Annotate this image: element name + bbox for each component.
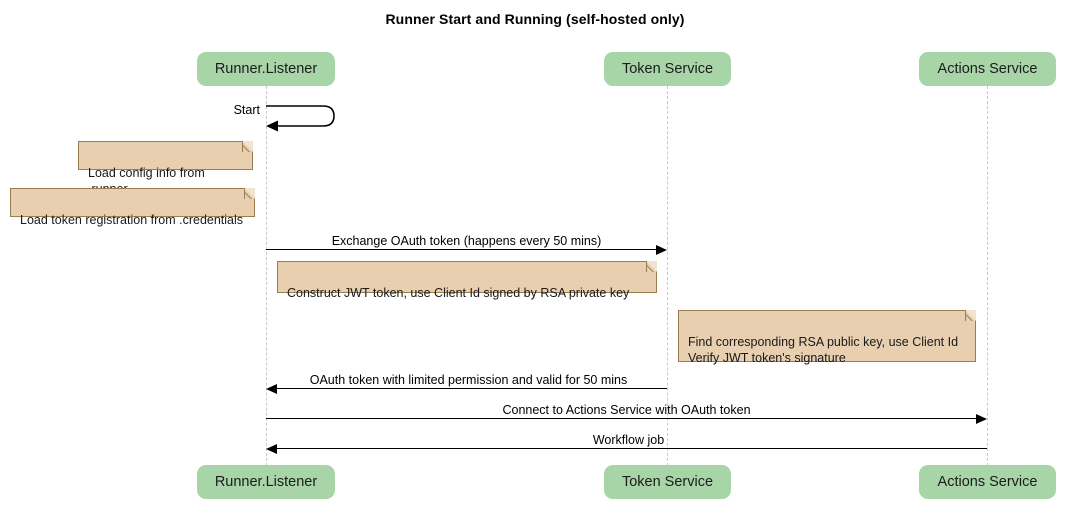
message-label-connect-actions-service: Connect to Actions Service with OAuth to…	[502, 403, 751, 417]
participant-token-top[interactable]: Token Service	[604, 52, 731, 86]
note-fold-edge	[646, 261, 657, 272]
lifeline-actions	[987, 86, 988, 466]
participant-token-bottom[interactable]: Token Service	[604, 465, 731, 499]
lifeline-token	[667, 86, 668, 466]
participant-label: Actions Service	[937, 474, 1038, 490]
participant-label: Token Service	[621, 474, 714, 490]
message-label-exchange-oauth-token: Exchange OAuth token (happens every 50 m…	[331, 234, 602, 248]
note-load-config: Load config info from .runner	[78, 141, 253, 196]
note-construct-jwt: Construct JWT token, use Client Id signe…	[277, 261, 657, 300]
message-label-oauth-token-reply: OAuth token with limited permission and …	[309, 373, 628, 387]
message-arrowhead-oauth-token-reply	[266, 383, 277, 394]
participant-runner-bottom[interactable]: Runner.Listener	[197, 465, 335, 499]
message-label-workflow-job: Workflow job	[592, 433, 665, 447]
lifeline-runner	[266, 86, 267, 466]
participant-actions-bottom[interactable]: Actions Service	[919, 465, 1056, 499]
note-text: Construct JWT token, use Client Id signe…	[287, 286, 630, 300]
message-arrowhead-connect-actions-service	[976, 413, 987, 424]
message-label-start: Start	[233, 103, 260, 117]
note-fold-edge	[965, 310, 976, 321]
note-text: Load token registration from .credential…	[20, 213, 244, 227]
participant-runner-top[interactable]: Runner.Listener	[197, 52, 335, 86]
note-fold-edge	[242, 141, 253, 152]
message-start-selfloop	[266, 105, 335, 132]
note-load-token-registration: Load token registration from .credential…	[10, 188, 255, 227]
participant-label: Token Service	[621, 61, 714, 77]
participant-actions-top[interactable]: Actions Service	[919, 52, 1056, 86]
note-text: Find corresponding RSA public key, use C…	[688, 335, 959, 365]
message-line-exchange-oauth-token	[266, 249, 663, 250]
note-verify-jwt: Find corresponding RSA public key, use C…	[678, 310, 976, 365]
message-arrowhead-exchange-oauth-token	[656, 244, 667, 255]
page-title: Runner Start and Running (self-hosted on…	[385, 11, 685, 27]
message-line-connect-actions-service	[266, 418, 983, 419]
participant-label: Runner.Listener	[214, 474, 318, 490]
note-fold-edge	[244, 188, 255, 199]
participant-label: Runner.Listener	[214, 61, 318, 77]
participant-label: Actions Service	[937, 61, 1038, 77]
message-line-oauth-token-reply	[277, 388, 667, 389]
message-arrowhead-workflow-job	[266, 443, 277, 454]
message-line-workflow-job	[277, 448, 987, 449]
